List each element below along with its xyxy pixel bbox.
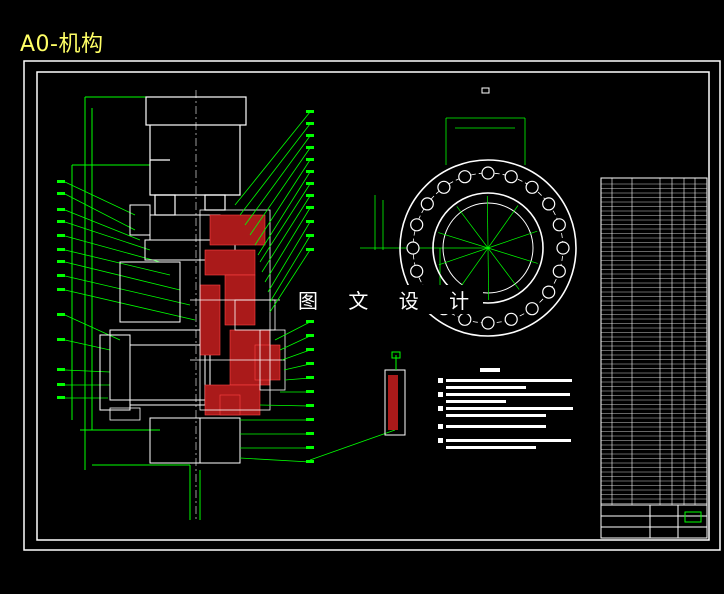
radial-line xyxy=(486,195,489,249)
radial-line xyxy=(487,230,538,249)
bolt-hole xyxy=(437,180,451,194)
radial-line xyxy=(487,247,538,264)
section-hatching xyxy=(199,214,281,416)
bolt-hole xyxy=(481,316,495,330)
bolt-hole xyxy=(552,218,566,232)
bolt-hole xyxy=(556,241,570,255)
technical-notes xyxy=(438,368,573,449)
bolt-hole xyxy=(542,285,556,299)
parts-list-table xyxy=(600,177,708,539)
gearbox-outlines xyxy=(109,209,286,421)
radial-line xyxy=(457,247,489,291)
radial-line xyxy=(438,232,489,249)
radial-line xyxy=(456,206,489,249)
bolt-hole xyxy=(525,302,539,316)
bolt-hole xyxy=(542,197,556,211)
title-block xyxy=(600,504,708,539)
radial-line xyxy=(438,247,489,266)
radial-line xyxy=(487,247,520,290)
bolt-hole xyxy=(420,197,434,211)
main-assembly-view xyxy=(57,90,396,522)
drawing-title: A0-机构 xyxy=(20,32,104,57)
inner-frame xyxy=(36,71,710,541)
radial-line xyxy=(487,205,519,249)
radial-line xyxy=(487,247,490,301)
bolt-hole xyxy=(406,241,420,255)
flange-top-view xyxy=(360,87,577,337)
bolt-hole xyxy=(552,264,566,278)
right-leader-lines xyxy=(234,111,396,463)
bolt-hole xyxy=(410,264,424,278)
outer-frame xyxy=(23,60,721,551)
left-leader-lines xyxy=(64,181,196,399)
left-dimension-lines xyxy=(71,96,201,520)
bolt-hole xyxy=(458,170,472,184)
right-item-labels xyxy=(306,110,314,463)
bolt-hole xyxy=(481,166,495,180)
bolt-hole xyxy=(525,180,539,194)
bolt-hole xyxy=(504,312,518,326)
left-item-labels xyxy=(57,180,65,399)
watermark-text: 图 文 设 计 xyxy=(296,285,484,314)
bolt-hole xyxy=(504,170,518,184)
bolt-hole xyxy=(410,218,424,232)
bolt-hole xyxy=(458,312,472,326)
detail-part-view xyxy=(384,351,406,436)
